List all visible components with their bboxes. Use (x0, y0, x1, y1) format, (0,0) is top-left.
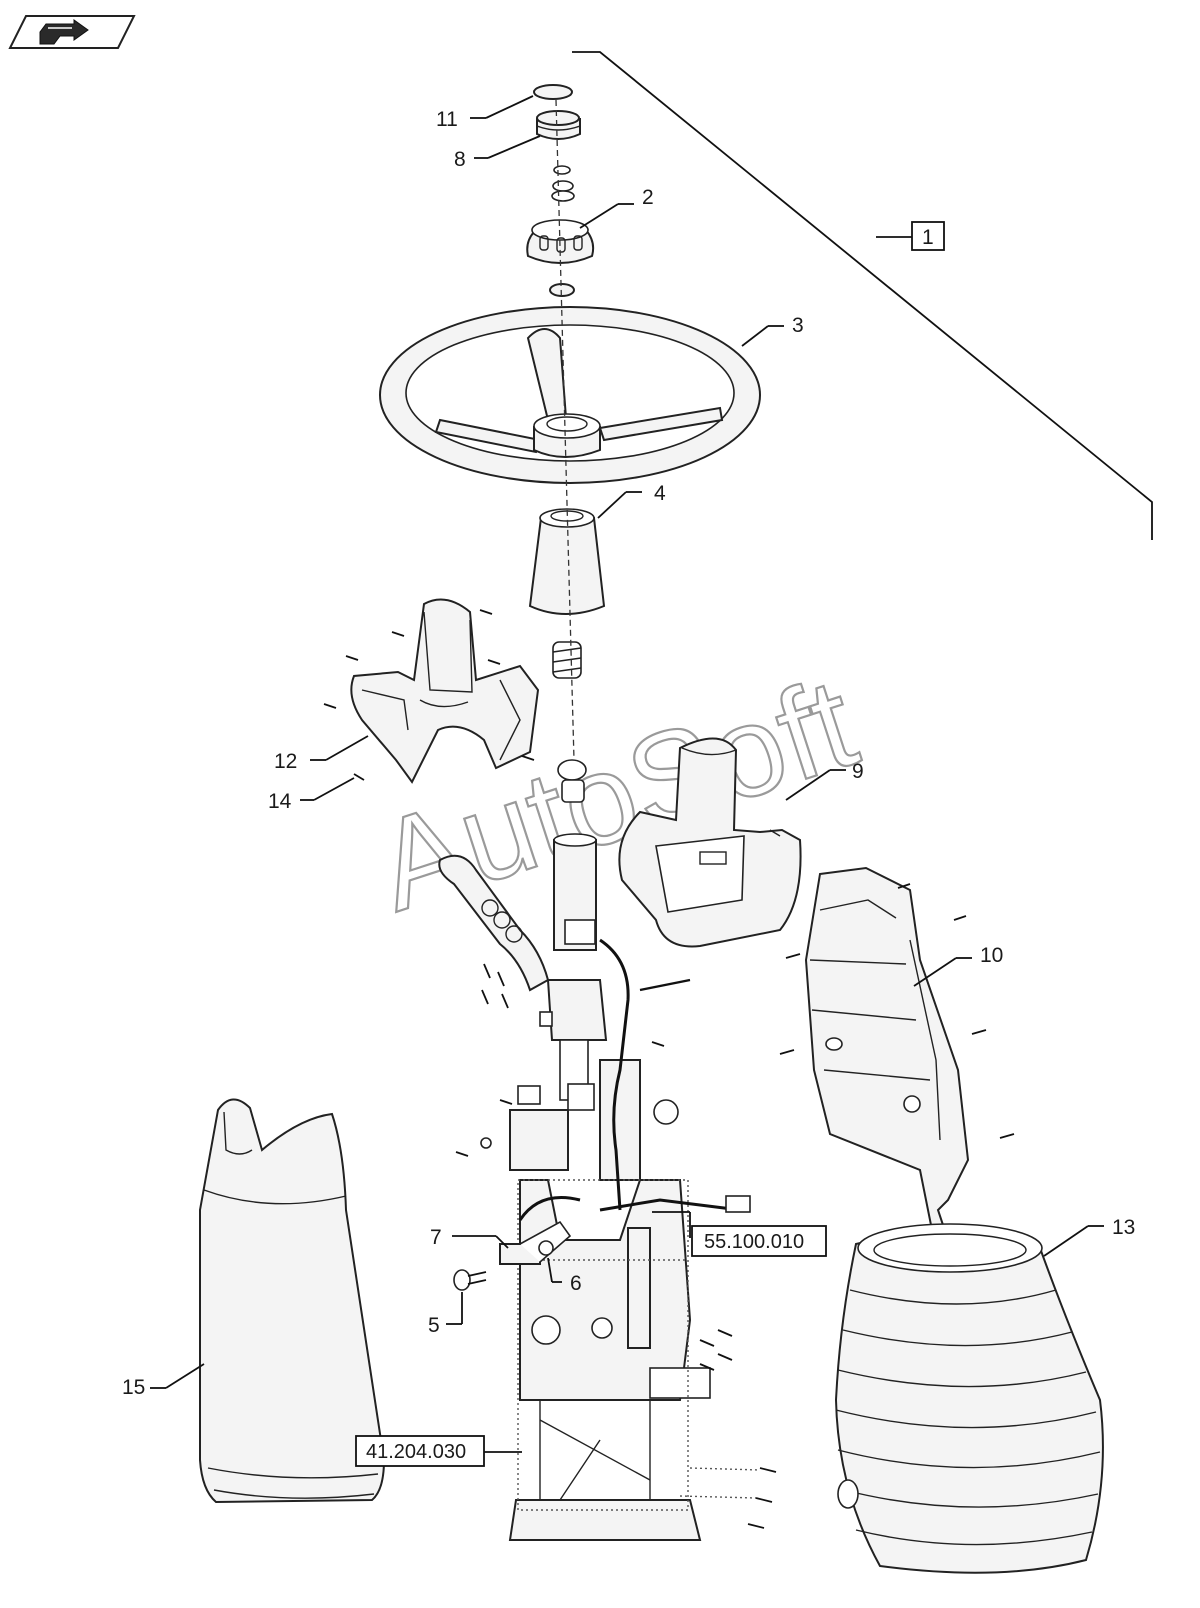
part-9-right-shroud (618, 737, 802, 948)
callout-1-box[interactable]: 1 (911, 221, 945, 251)
part-steering-column (508, 759, 711, 1541)
part-10-right-lower-shroud (804, 866, 970, 1232)
part-bolts-mid (455, 1041, 665, 1157)
part-15-left-cover (199, 1098, 386, 1504)
part-7-link (499, 1220, 572, 1265)
part-12-upper-shroud (350, 598, 540, 784)
part-bolts-lower (679, 1329, 777, 1529)
part-8-nut-cover (536, 110, 581, 140)
part-spring (552, 641, 582, 679)
callout-1: 1 (922, 226, 934, 249)
back-button[interactable] (8, 15, 136, 49)
part-5-pin (453, 1269, 487, 1291)
callout-15[interactable]: 15 (122, 1376, 145, 1399)
part-nut-washer-stack (551, 165, 575, 202)
ref-box-41-204-030[interactable]: 41.204.030 (355, 1435, 522, 1467)
part-wiring-harness (518, 938, 751, 1221)
callout-6[interactable]: 6 (570, 1272, 582, 1295)
part-hub-nut (549, 283, 575, 297)
callout-10[interactable]: 10 (980, 944, 1003, 967)
part-11-cap (533, 84, 573, 100)
callout-4[interactable]: 4 (654, 482, 666, 505)
part-flex-joint (438, 854, 550, 992)
callout-2[interactable]: 2 (642, 186, 654, 209)
callout-13[interactable]: 13 (1112, 1216, 1135, 1239)
part-screws-left (481, 963, 509, 1009)
callout-11[interactable]: 11 (436, 108, 458, 131)
hand-pointer-icon (39, 19, 89, 45)
part-screws-upper (323, 609, 535, 781)
part-3-steering-wheel (379, 306, 761, 484)
callout-8[interactable]: 8 (454, 148, 466, 171)
part-column-frame-outline (517, 1179, 689, 1511)
callout-9[interactable]: 9 (852, 760, 864, 783)
ref-41-204-030-label: 41.204.030 (366, 1441, 466, 1463)
part-screws-right (779, 883, 1015, 1139)
callout-3[interactable]: 3 (792, 314, 804, 337)
part-13-bellows-boot (834, 1223, 1104, 1574)
ref-55-100-010-label: 55.100.010 (704, 1231, 804, 1253)
callout-14[interactable]: 14 (268, 790, 292, 813)
callout-5[interactable]: 5 (428, 1314, 440, 1337)
callout-7[interactable]: 7 (430, 1226, 442, 1249)
ref-box-55-100-010[interactable]: 55.100.010 (652, 1211, 827, 1257)
callout-12[interactable]: 12 (274, 750, 297, 773)
